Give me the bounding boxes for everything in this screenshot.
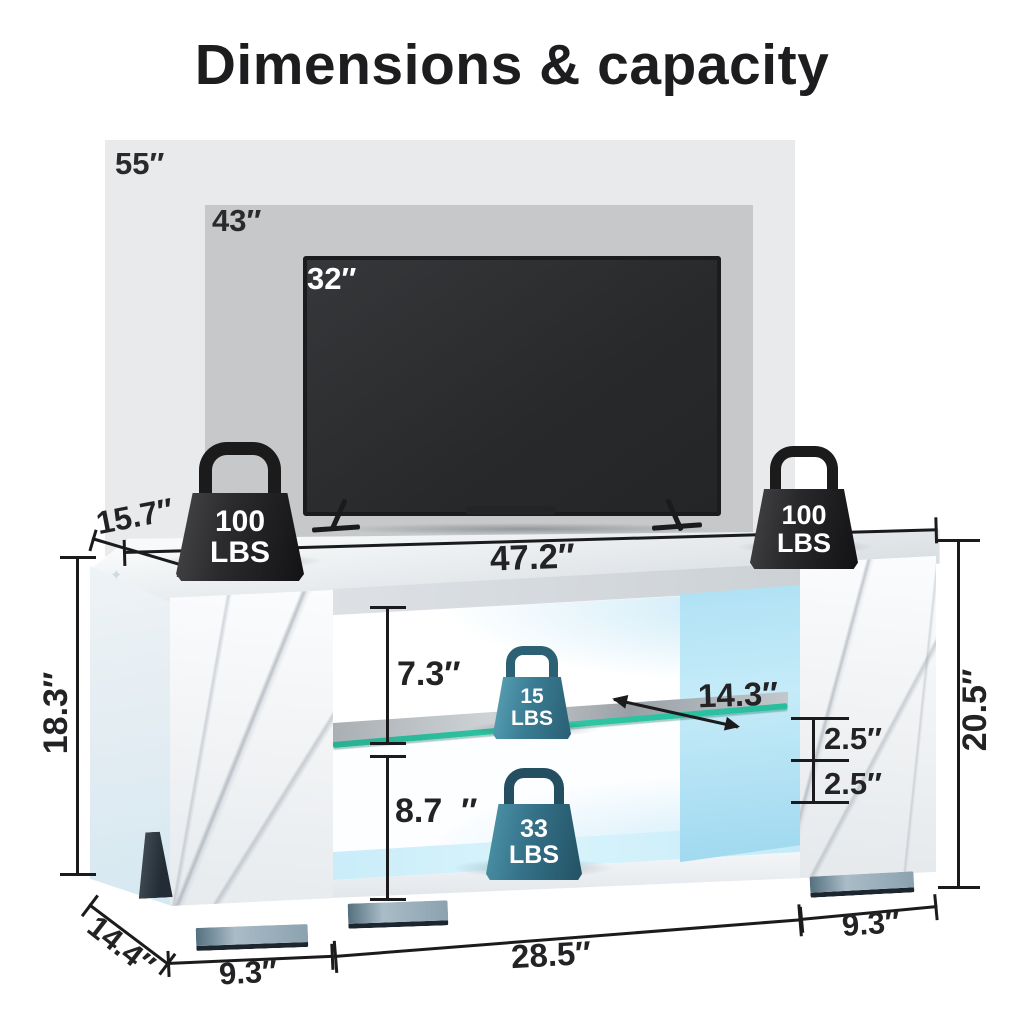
dim-label-right-height: 20.5″	[956, 668, 994, 752]
weight-unit: LBS	[777, 528, 831, 558]
weight-body: 100 LBS	[176, 493, 304, 581]
dim-label-top-width: 47.2″	[489, 536, 576, 579]
dim-line-left-height	[60, 556, 96, 876]
stand-right-foot	[809, 871, 915, 898]
tv-size-32-label: 32″	[307, 261, 357, 296]
weight-unit: LBS	[509, 841, 559, 869]
dim-line-upper-clearance	[370, 606, 406, 745]
gloss-sparkle-icon: ✦	[110, 567, 123, 584]
weight-unit: LBS	[210, 536, 270, 569]
weight-body: 100 LBS	[750, 489, 858, 569]
weight-body: 33 LBS	[486, 804, 582, 880]
weight-body: 15 LBS	[493, 677, 571, 739]
weight-handle-icon	[199, 442, 281, 499]
tv-shadow	[330, 523, 720, 535]
tv-32-inch	[303, 256, 721, 516]
weight-handle-icon	[770, 446, 838, 495]
weight-33lbs-bottom-shelf: 33 LBS	[486, 768, 582, 880]
stand-left-foot	[195, 924, 309, 951]
weight-15lbs-glass-shelf: 15 LBS	[493, 646, 571, 739]
dim-bracket-shelf-gaps	[791, 717, 849, 804]
dim-label-left-height: 18.3″	[37, 671, 75, 755]
weight-100lbs-left: 100 LBS	[176, 442, 304, 581]
dim-line-lower-clearance	[370, 755, 406, 901]
dim-label-bottom-left-width: 9.3″	[218, 953, 278, 992]
stand-left-marble-door	[170, 590, 333, 906]
weight-value: 100	[214, 504, 266, 538]
weight-value: 100	[781, 499, 827, 530]
weight-handle-icon	[504, 768, 564, 810]
weight-100lbs-right: 100 LBS	[750, 446, 858, 569]
dim-label-bottom-middle-width: 28.5″	[510, 933, 592, 976]
weight-handle-icon	[506, 646, 558, 683]
dim-label-lower-clearance: 8.7 ″	[395, 792, 478, 830]
page-title: Dimensions & capacity	[194, 33, 830, 97]
tv-bottom-bezel	[466, 506, 556, 515]
dim-label-base-depth: 14.4″	[80, 908, 162, 983]
dim-label-upper-clearance: 7.3″	[397, 655, 461, 693]
dim-label-bottom-right-width: 9.3″	[840, 904, 902, 943]
dim-label-gap-upper: 2.5″	[824, 721, 882, 756]
dim-label-shelf-depth: 14.3″	[697, 674, 779, 715]
dim-line-right-height	[938, 539, 980, 889]
dim-label-gap-lower: 2.5″	[824, 766, 882, 801]
weight-value: 15	[520, 685, 544, 709]
tv-size-43-label: 43″	[212, 203, 262, 238]
weight-unit: LBS	[511, 707, 553, 730]
stand-middle-foot	[347, 900, 449, 929]
tv-size-55-label: 55″	[115, 146, 165, 181]
weight-value: 33	[520, 815, 548, 843]
